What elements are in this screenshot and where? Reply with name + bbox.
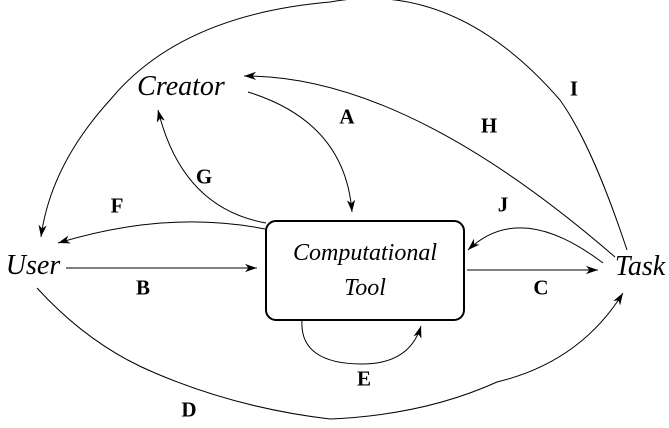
task-node-label: Task [614,251,666,282]
edge-g-line [156,109,267,224]
edge-d-line [36,287,624,420]
edge-label-b: B [135,275,151,300]
computational-tool-node: Computational Tool [265,220,465,321]
creator-node-label: Creator [137,71,225,102]
edge-e-line [301,319,422,365]
edge-label-d: D [181,397,197,422]
edge-j-line [467,227,604,264]
edge-label-e: E [356,366,372,391]
edge-a-line [247,91,356,213]
edge-label-h: H [480,113,498,138]
computational-tool-label-line2: Tool [344,274,386,301]
edge-label-a: A [339,104,355,129]
edge-label-c: C [533,275,549,300]
edge-f-line [57,221,266,244]
computational-tool-label-line1: Computational [292,240,437,267]
edge-h-line [243,71,616,258]
edge-i-line [38,0,628,251]
edge-label-j: J [497,192,509,217]
edge-label-i: I [569,76,579,101]
edge-label-g: G [195,164,213,189]
edge-label-f: F [110,193,124,218]
user-node-label: User [5,250,61,281]
